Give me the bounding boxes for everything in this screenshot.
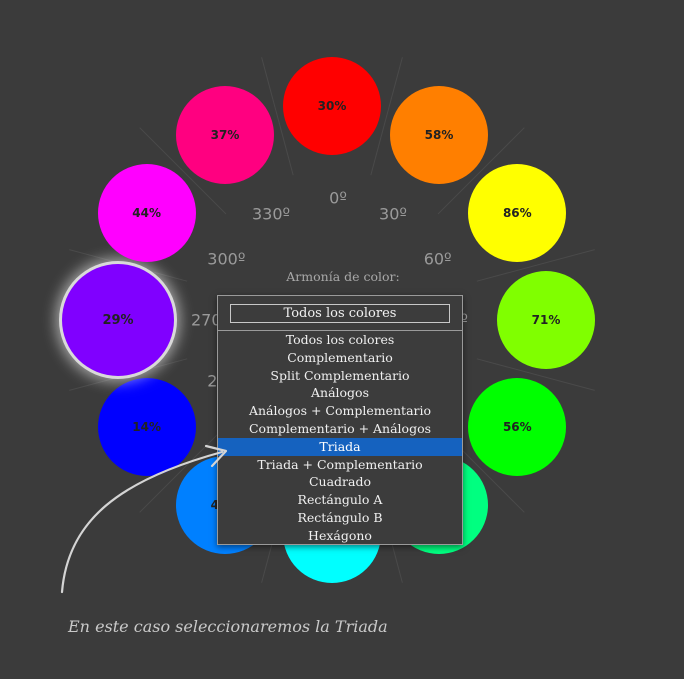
harmony-option[interactable]: Hexágono	[308, 527, 372, 543]
harmony-option[interactable]: Complementario	[287, 349, 393, 365]
harmony-option[interactable]: Rectángulo B	[297, 509, 383, 525]
hue-swatch-0[interactable]: 30%	[283, 57, 381, 155]
hue-swatch-90[interactable]: 71%	[497, 271, 595, 369]
harmony-option[interactable]: Triada + Complementario	[257, 456, 423, 472]
harmony-option[interactable]: Triada	[218, 437, 462, 456]
hue-swatch-value: 58%	[424, 127, 454, 142]
hue-swatch-value: 37%	[210, 127, 240, 142]
harmony-label: Armonía de color:	[286, 269, 400, 284]
harmony-option[interactable]: Análogos	[311, 385, 369, 401]
angle-label: 330º	[251, 204, 291, 224]
hue-swatch-value: 29%	[102, 312, 134, 328]
hue-swatch-value: 56%	[502, 420, 532, 434]
harmony-option[interactable]: Cuadrado	[308, 474, 372, 490]
wheel-spoke	[139, 425, 227, 513]
hue-swatch-270[interactable]: 29%	[62, 264, 174, 376]
wheel-spoke	[370, 57, 403, 176]
angle-label: 0º	[329, 188, 347, 208]
angle-label: 300º	[207, 249, 246, 269]
instruction-caption: En este caso seleccionaremos la Triada	[68, 617, 388, 636]
harmony-option[interactable]: Análogos + Complementario	[248, 403, 432, 419]
wheel-spoke	[476, 358, 595, 391]
angle-label: 30º	[379, 204, 407, 224]
harmony-option[interactable]: Todos los colores	[285, 332, 395, 347]
hue-swatch-60[interactable]: 86%	[468, 164, 567, 262]
hue-swatch-240[interactable]: 14%	[97, 378, 196, 476]
wheel-spoke	[261, 57, 294, 176]
harmony-option[interactable]: Split Complementario	[270, 367, 410, 383]
wheel-spoke	[476, 249, 595, 282]
hue-swatch-300[interactable]: 44%	[97, 164, 196, 262]
harmony-option[interactable]: Complementario + Análogos	[248, 420, 432, 436]
hue-swatch-value: 86%	[502, 206, 532, 220]
wheel-spoke	[437, 127, 525, 215]
angle-label: 60º	[423, 249, 452, 269]
hue-swatch-330[interactable]: 37%	[176, 85, 274, 184]
dropdown-separator	[218, 330, 462, 331]
hue-swatch-120[interactable]: 56%	[468, 378, 567, 476]
harmony-current-value[interactable]: Todos los colores	[230, 304, 450, 323]
harmony-option[interactable]: Rectángulo A	[297, 492, 383, 508]
hue-swatch-value: 30%	[317, 99, 347, 113]
hue-swatch-value: 44%	[132, 206, 162, 220]
wheel-spoke	[139, 127, 227, 215]
hue-swatch-value: 71%	[531, 313, 561, 327]
hue-swatch-30[interactable]: 58%	[390, 85, 488, 184]
hue-swatch-value: 14%	[132, 420, 162, 434]
